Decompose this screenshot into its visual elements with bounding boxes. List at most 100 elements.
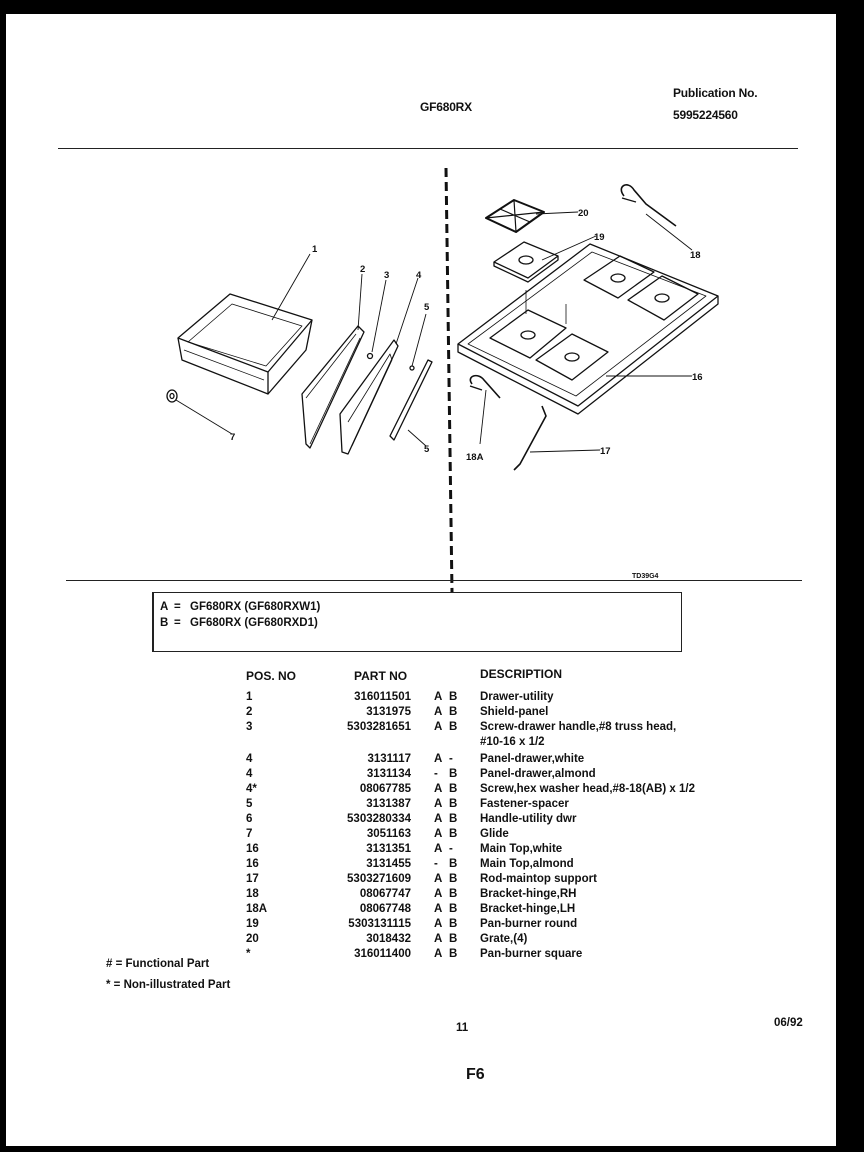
model-b-cell: B xyxy=(449,768,458,780)
callout-5: 5 xyxy=(424,302,430,313)
pos-cell: 18 xyxy=(246,888,259,900)
part-number-cell: 3131134 xyxy=(366,768,411,780)
main-top-part xyxy=(457,243,719,415)
model-b-letter: B xyxy=(160,617,169,629)
part-number-cell: 3051163 xyxy=(366,828,411,840)
grate-part xyxy=(485,199,545,233)
part-number-cell: 316011501 xyxy=(354,691,411,703)
callout-18: 18 xyxy=(690,250,701,261)
description-cell: Pan-burner square xyxy=(480,948,583,960)
model-legend: A = GF680RX (GF680RXW1) B = GF680RX (GF6… xyxy=(152,592,682,652)
callout-16: 16 xyxy=(692,372,703,383)
model-b-cell: B xyxy=(449,918,458,930)
burner-pan-part xyxy=(493,241,559,283)
callout-7: 7 xyxy=(230,432,235,443)
part-number-cell: 3131975 xyxy=(366,706,411,718)
model-b-cell: B xyxy=(449,933,458,945)
model-b-cell: B xyxy=(449,888,458,900)
model-a-cell: A xyxy=(434,813,443,825)
maintop-rod-part xyxy=(513,405,547,471)
model-a-cell: A xyxy=(434,933,443,945)
pos-cell: 1 xyxy=(246,691,253,703)
footnote-functional: # = Functional Part xyxy=(106,958,210,970)
part-number-cell: 5303131115 xyxy=(348,918,411,930)
pos-cell: 4 xyxy=(246,753,253,765)
part-number-cell: 08067785 xyxy=(359,783,411,795)
pos-cell: 6 xyxy=(246,813,253,825)
part-number-cell: 3131455 xyxy=(366,858,411,870)
description-cell: Panel-drawer,white xyxy=(480,753,585,765)
part-number-cell: 3131387 xyxy=(366,798,411,810)
part-number-cell: 3131351 xyxy=(366,843,411,855)
description-cell: Panel-drawer,almond xyxy=(480,768,596,780)
description-cell: Bracket-hinge,LH xyxy=(480,903,576,915)
pos-cell: 7 xyxy=(246,828,253,840)
model-b-cell: B xyxy=(449,813,458,825)
part-number-cell: 316011400 xyxy=(354,948,411,960)
exploded-parts-diagram: 1 2 3 4 5 5 7 20 19 18 16 18A 17 TD39G4 xyxy=(166,167,719,593)
model-b-cell: B xyxy=(449,903,458,915)
pos-cell: 20 xyxy=(246,933,259,945)
model-a-cell: A xyxy=(434,798,443,810)
model-b-cell: B xyxy=(449,691,458,703)
pos-cell: 19 xyxy=(246,918,259,930)
callout-18a: 18A xyxy=(466,452,484,463)
revision-date: 06/92 xyxy=(774,1017,803,1029)
model-a-cell: A xyxy=(434,843,443,855)
model-a-cell: A xyxy=(434,873,443,885)
model-b-cell: B xyxy=(449,828,458,840)
part-number-cell: 5303271609 xyxy=(347,873,411,885)
model-b-cell: - xyxy=(449,753,453,765)
model-a-cell: A xyxy=(434,721,443,733)
pos-cell: 16 xyxy=(246,858,259,870)
model-a-text: GF680RX (GF680RXW1) xyxy=(190,601,321,613)
part-number-cell: 3018432 xyxy=(366,933,411,945)
model-a-cell: - xyxy=(434,768,438,780)
diagram-divider xyxy=(444,167,454,593)
pos-cell: 17 xyxy=(246,873,259,885)
part-number-cell: 5303281651 xyxy=(347,721,411,733)
pos-cell: 3 xyxy=(246,721,253,733)
part-number-cell: 3131117 xyxy=(367,753,411,765)
model-a-cell: - xyxy=(434,858,438,870)
model-a-cell: A xyxy=(434,888,443,900)
description-cell: Main Top,white xyxy=(480,843,563,855)
description-cell: Bracket-hinge,RH xyxy=(480,888,577,900)
model-b-cell: B xyxy=(449,948,458,960)
description-cell: Pan-burner round xyxy=(480,918,578,930)
parts-page: GF680RX Publication No. 5995224560 xyxy=(6,14,836,1146)
part-number-cell: 08067748 xyxy=(359,903,411,915)
model-a-letter: A xyxy=(160,601,169,613)
model-b-cell: - xyxy=(449,843,453,855)
screw-part xyxy=(366,352,374,360)
table-row: 4 3131117 A- Panel-drawer,white xyxy=(6,753,836,768)
part-number-cell: 5303280334 xyxy=(347,813,411,825)
part-number-cell: 08067747 xyxy=(359,888,411,900)
model-a-cell: A xyxy=(434,903,443,915)
figure-code: TD39G4 xyxy=(632,573,659,580)
pos-cell: 18A xyxy=(246,903,268,915)
col-header-part: PART NO xyxy=(354,669,408,683)
pos-cell: 5 xyxy=(246,798,253,810)
model-a-cell: A xyxy=(434,918,443,930)
description-cell: Drawer-utility xyxy=(480,691,554,703)
col-header-description: DESCRIPTION xyxy=(480,667,563,681)
shield-panel-part xyxy=(301,325,365,449)
callout-19: 19 xyxy=(594,232,605,243)
callout-4: 4 xyxy=(416,270,422,281)
footnote-non-illustrated: * = Non-illustrated Part xyxy=(106,979,231,991)
callout-5b: 5 xyxy=(424,444,430,455)
model-a-cell: A xyxy=(434,753,443,765)
model-a-cell: A xyxy=(434,828,443,840)
pos-cell: 4* xyxy=(246,783,257,795)
page-number: 11 xyxy=(456,1022,469,1034)
model-a-eq: = xyxy=(174,601,181,613)
